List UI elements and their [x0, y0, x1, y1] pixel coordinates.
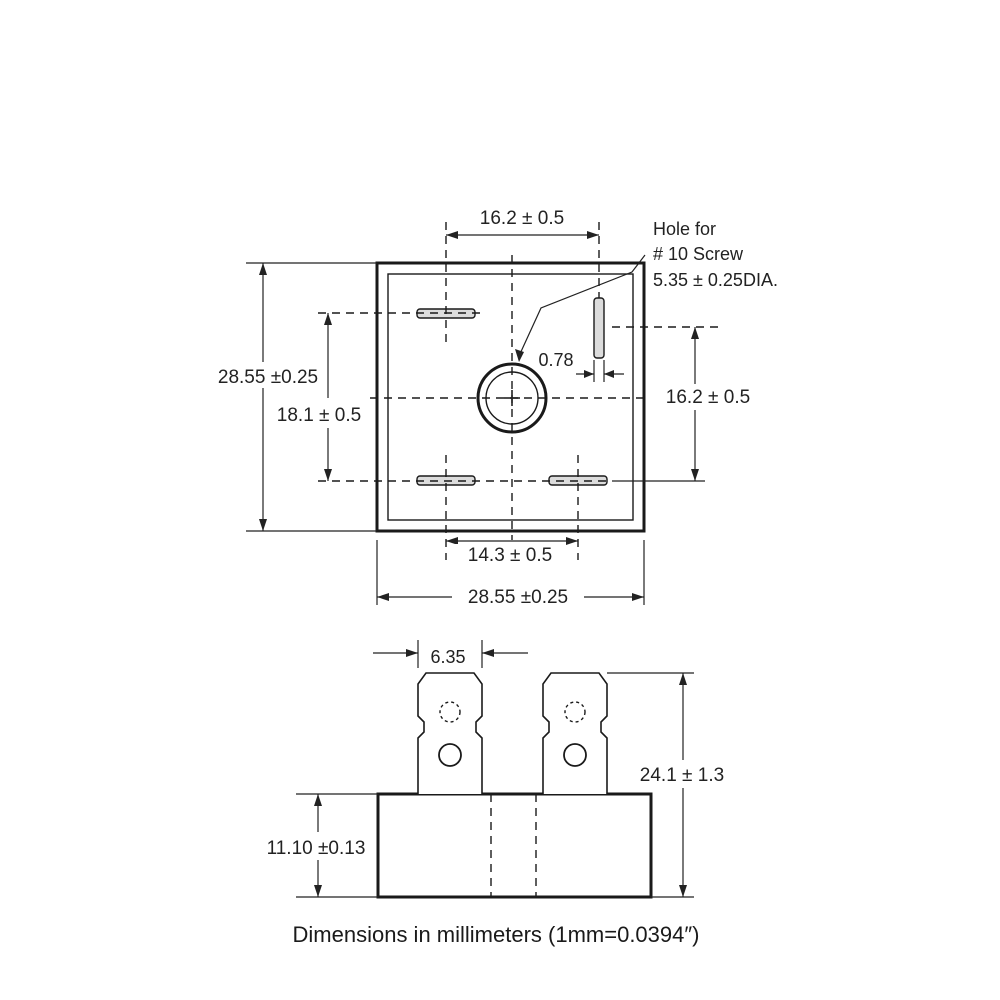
dim-outer-height: 28.55 ±0.25 [218, 263, 318, 531]
dim-right-pin-spacing-label: 16.2 ± 0.5 [666, 387, 750, 408]
hole-note-line1: Hole for [653, 219, 716, 239]
hole-note-line2: # 10 Screw [653, 244, 744, 264]
dim-outer-height-label: 28.55 ±0.25 [218, 367, 318, 388]
pin-slot-right [593, 297, 605, 359]
dim-top-pin-spacing: 16.2 ± 0.5 [446, 205, 599, 239]
hole-note-line3: 5.35 ± 0.25DIA. [653, 270, 778, 290]
dim-terminal-width: 6.35 [373, 640, 528, 668]
dim-outer-width-label: 28.55 ±0.25 [468, 587, 568, 608]
side-view: 6.35 24.1 ± 1.3 11.10 ±0.13 [267, 640, 724, 899]
dim-terminal-width-label: 6.35 [430, 647, 465, 667]
dim-body-height-label: 11.10 ±0.13 [267, 838, 366, 859]
terminal-right [542, 672, 608, 794]
hole-note: Hole for # 10 Screw 5.35 ± 0.25DIA. [515, 219, 778, 362]
dim-outer-width: 28.55 ±0.25 [377, 587, 644, 608]
package-inner-outline [387, 273, 634, 521]
dim-top-pin-spacing-label: 16.2 ± 0.5 [480, 208, 564, 229]
dim-pin-width: 0.78 [538, 350, 624, 382]
dim-bottom-pin-spacing: 14.3 ± 0.5 [446, 537, 578, 568]
package-outline [375, 261, 646, 533]
dim-bottom-pin-spacing-label: 14.3 ± 0.5 [468, 545, 552, 566]
dim-body-height: 11.10 ±0.13 [267, 793, 378, 898]
package-body-side [376, 792, 653, 899]
dim-left-pin-spacing: 18.1 ± 0.5 [266, 313, 374, 481]
mounting-hole [476, 362, 548, 434]
dim-pin-width-label: 0.78 [538, 350, 573, 370]
dim-right-pin-spacing: 16.2 ± 0.5 [612, 327, 761, 482]
dim-left-pin-spacing-label: 18.1 ± 0.5 [277, 405, 361, 426]
terminal-left [417, 672, 483, 794]
dim-total-height-label: 24.1 ± 1.3 [640, 765, 724, 786]
dim-total-height: 24.1 ± 1.3 [607, 672, 724, 898]
top-view: 16.2 ± 0.5 28.55 ±0.25 18.1 ± 0.5 [218, 205, 778, 608]
caption: Dimensions in millimeters (1mm=0.0394″) [293, 922, 700, 947]
